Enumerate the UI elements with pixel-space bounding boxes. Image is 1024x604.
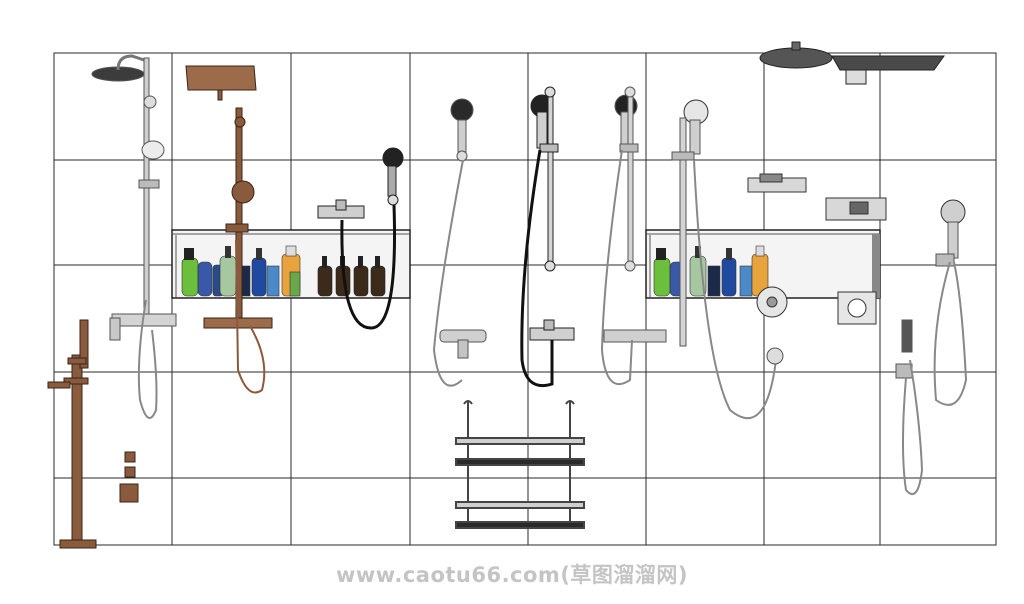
bronze-control-knobs (119, 451, 139, 503)
hand-shower-with-mixer (432, 98, 487, 387)
chrome-slide-rail-shower (600, 86, 667, 386)
black-slide-rail-shower (520, 86, 575, 387)
bronze-shower-column (185, 65, 273, 394)
freestanding-bath-mixer (47, 319, 97, 549)
slide-bar-shower-set (671, 99, 784, 420)
watermark: www.caotu66.com(草图溜溜网) (335, 563, 689, 587)
ceiling-rain-shower-heads (759, 41, 945, 85)
wall-niche-left (171, 229, 411, 299)
hand-shower-with-holder (895, 199, 968, 495)
chrome-shower-column-left (91, 54, 177, 419)
wire-shower-caddy (455, 400, 585, 529)
concealed-thermostatic-controls (747, 173, 887, 325)
black-hand-shower-with-bath-mixer (317, 147, 404, 330)
